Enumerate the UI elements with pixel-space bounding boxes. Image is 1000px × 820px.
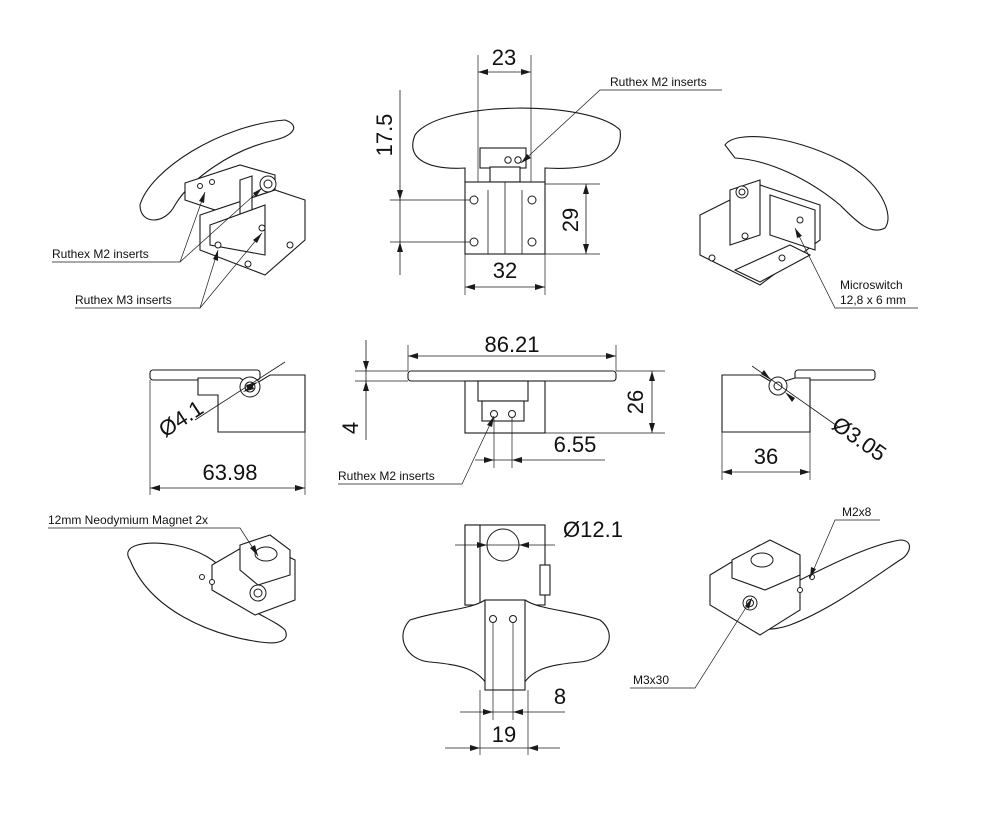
ruthex-m2-mid-callout: Ruthex M2 inserts xyxy=(338,415,495,485)
dim-dia-12-1: Ø12.1 xyxy=(455,517,623,548)
front-view xyxy=(412,107,621,255)
dim-36-text: 36 xyxy=(754,444,778,469)
dim-29: 29 xyxy=(545,183,600,255)
dim-29-text: 29 xyxy=(558,208,583,232)
left-side-view xyxy=(149,369,306,433)
m2x8-label: M2x8 xyxy=(842,505,872,519)
ruthex-m2-left-label: Ruthex M2 inserts xyxy=(52,247,149,261)
side-view-center xyxy=(407,370,617,434)
m3x30-label: M3x30 xyxy=(633,673,669,687)
dim-dia-3-05-text: Ø3.05 xyxy=(828,411,891,466)
dim-4: 4 xyxy=(338,340,408,440)
ruthex-m2-top-callout: Ruthex M2 inserts xyxy=(520,75,722,164)
ruthex-m2-mid-label: Ruthex M2 inserts xyxy=(338,469,435,483)
dim-63-98: 63.98 xyxy=(149,380,306,495)
dim-26-text: 26 xyxy=(623,390,648,414)
dim-32-text: 32 xyxy=(493,258,517,283)
dim-86-21: 86.21 xyxy=(407,332,617,371)
dim-4-text: 4 xyxy=(338,422,363,434)
dim-dia-12-1-text: Ø12.1 xyxy=(563,517,623,542)
ruthex-m3-left-label: Ruthex M3 inserts xyxy=(75,293,172,307)
ruthex-m2-left-callout: Ruthex M2 inserts xyxy=(52,187,263,263)
dim-26: 26 xyxy=(545,370,665,434)
dim-8-text: 8 xyxy=(554,684,566,709)
m2x8-callout: M2x8 xyxy=(809,505,880,579)
dim-17-5-text: 17.5 xyxy=(372,114,397,157)
dim-6-55: 6.55 xyxy=(475,418,605,468)
iso-view-bottom-right xyxy=(709,539,910,636)
dim-36: 36 xyxy=(721,432,811,480)
dim-86-21-text: 86.21 xyxy=(484,332,539,357)
ruthex-m2-top-label: Ruthex M2 inserts xyxy=(610,75,707,89)
iso-view-top-right xyxy=(699,136,889,286)
dim-19-text: 19 xyxy=(492,722,516,747)
bottom-view xyxy=(402,524,610,691)
microswitch-callout: Microswitch 12,8 x 6 mm xyxy=(794,227,918,309)
dim-23: 23 xyxy=(477,45,532,182)
dim-dia-4-1-text: Ø4.1 xyxy=(154,395,208,442)
dim-17-5: 17.5 xyxy=(372,90,470,275)
m3x30-callout: M3x30 xyxy=(630,597,753,689)
magnet-label: 12mm Neodymium Magnet 2x xyxy=(48,513,208,527)
ruthex-m3-left-callout: Ruthex M3 inserts xyxy=(75,232,263,309)
microswitch-label-line1: Microswitch xyxy=(840,278,903,292)
dim-8: 8 xyxy=(460,623,566,720)
microswitch-label-line2: 12,8 x 6 mm xyxy=(840,293,906,307)
dim-32: 32 xyxy=(464,254,546,295)
dim-19: 19 xyxy=(445,690,560,755)
iso-view-bottom-left xyxy=(127,534,296,644)
iso-view-top-left xyxy=(139,119,306,276)
magnet-callout: 12mm Neodymium Magnet 2x xyxy=(48,513,259,557)
right-side-view xyxy=(721,369,876,433)
dim-23-text: 23 xyxy=(492,45,516,70)
dim-6-55-text: 6.55 xyxy=(554,432,597,457)
dim-63-98-text: 63.98 xyxy=(202,460,257,485)
